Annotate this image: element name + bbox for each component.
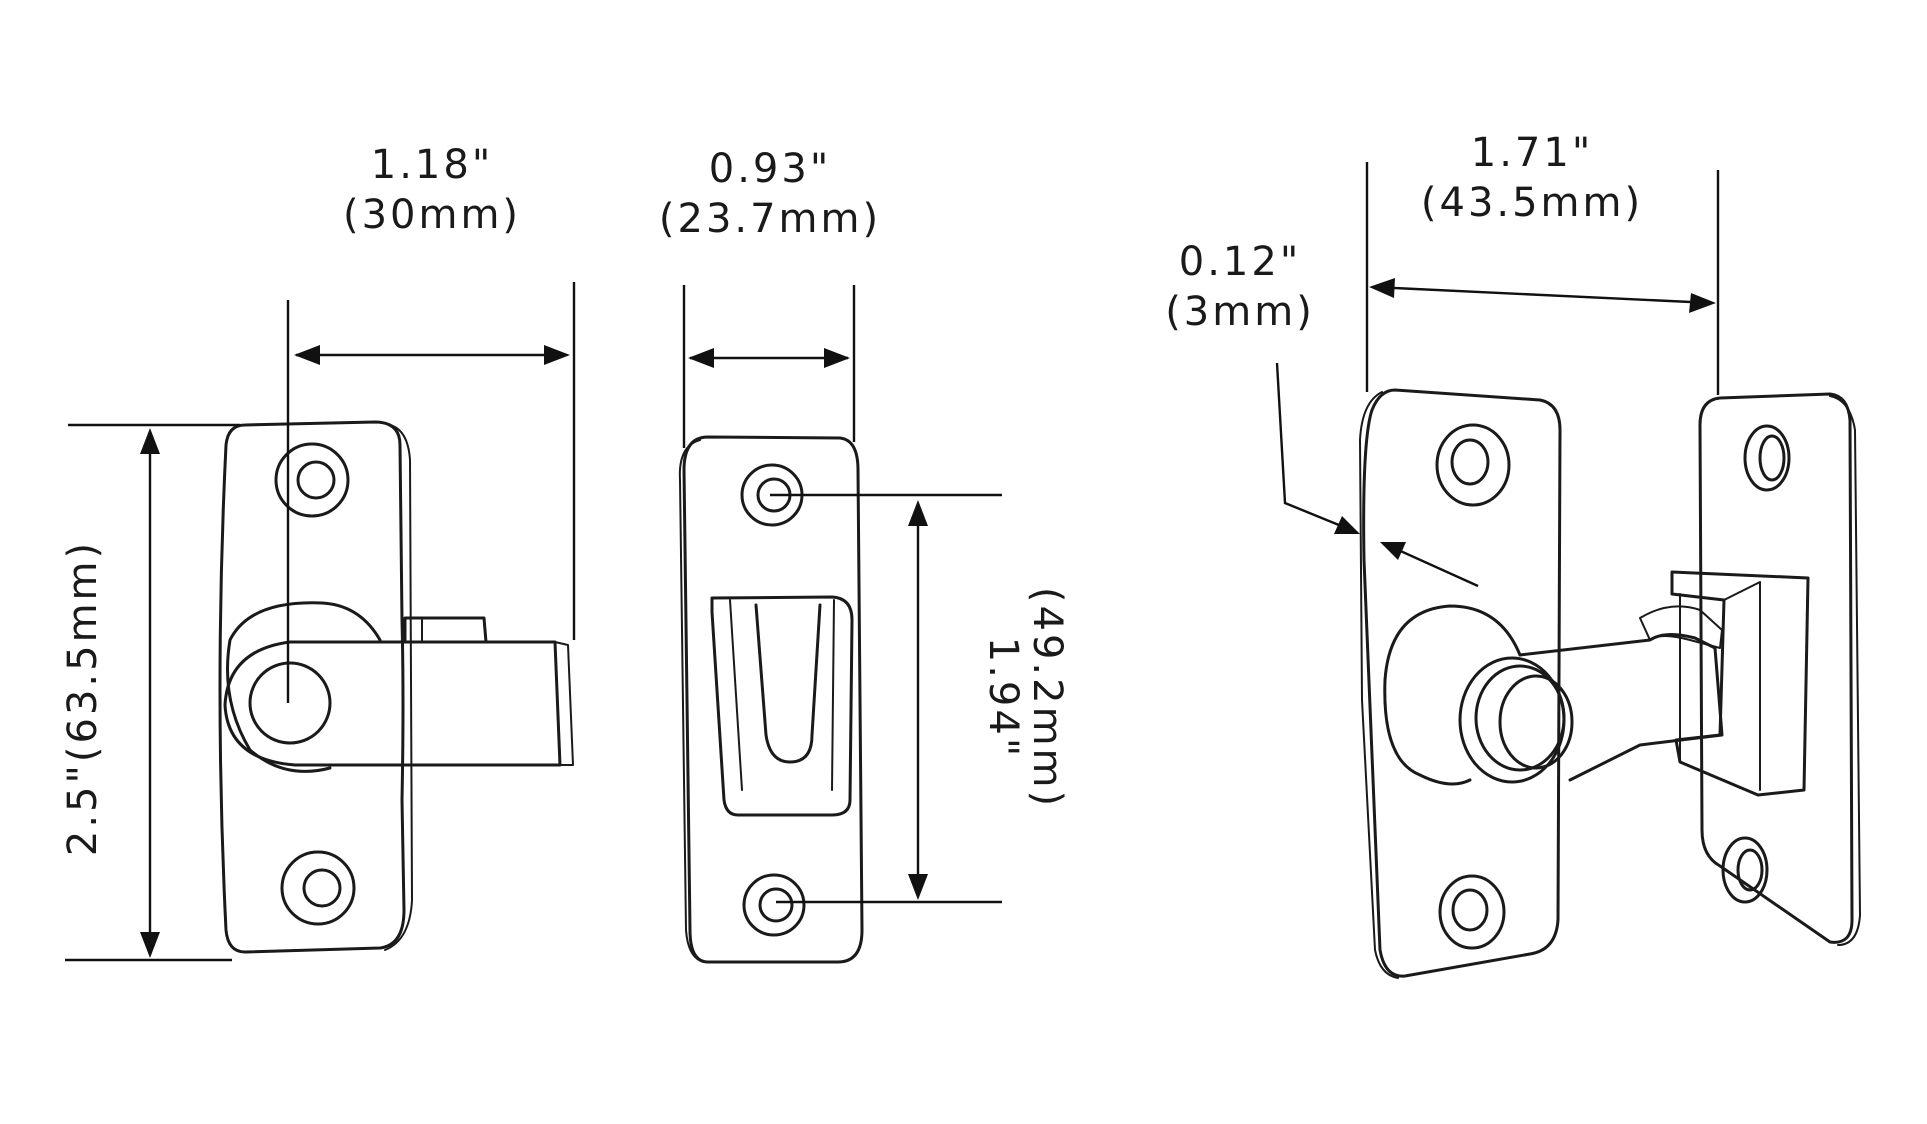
front-plate-edge [384, 424, 413, 951]
perspective-view [1359, 388, 1861, 979]
hole-spacing-dimension: 1.94" (49.2mm) [770, 493, 1070, 904]
front-width-imperial-label: 1.18" [371, 142, 493, 188]
persp-left-bottom-hole-outer [1438, 874, 1506, 950]
persp-right-top-hole-inner [1758, 434, 1786, 482]
front-plate-outline [218, 420, 406, 954]
front-width-arrow-right [544, 345, 570, 365]
side-width-dimension: 0.93" (23.7mm) [659, 146, 881, 448]
front-top-hole-outer [274, 442, 350, 518]
persp-right-bottom-hole-outer [1721, 836, 1769, 904]
front-stopper-tab [403, 616, 488, 644]
thickness-arrow-left [1334, 516, 1360, 534]
perspective-width-dimension: 1.71" (43.5mm) [1365, 130, 1720, 395]
persp-right-bottom-hole-inner [1736, 848, 1764, 892]
side-width-metric-label: (23.7mm) [659, 196, 881, 242]
side-plate-outline [682, 435, 864, 964]
persp-left-plate-outline [1362, 388, 1562, 978]
front-width-metric-label: (30mm) [343, 192, 521, 238]
side-plate-edge [678, 439, 705, 963]
front-pivot-base [226, 601, 382, 773]
front-pivot-knob [248, 661, 332, 745]
persp-arm-tip [1639, 605, 1723, 649]
persp-left-plate-edge [1359, 391, 1399, 979]
hole-spacing-arrow-top [908, 500, 928, 526]
persp-pivot-knob-face [1498, 674, 1574, 770]
side-keeper-slot [754, 603, 822, 764]
thickness-imperial-label: 0.12" [1179, 239, 1301, 285]
front-swing-arm [223, 640, 562, 767]
hole-spacing-arrow-bottom [908, 874, 928, 900]
persp-right-top-hole-outer [1743, 424, 1791, 492]
overall-height-dimension: 2.5"(63.5mm) [60, 423, 240, 962]
side-bottom-hole-inner [758, 887, 794, 923]
front-arm-tip [554, 641, 574, 766]
thickness-arrow-right [1380, 542, 1406, 560]
front-bottom-hole-inner [302, 868, 342, 908]
hole-spacing-imperial-label: 1.94" [980, 637, 1026, 759]
height-arrow-bottom [140, 932, 160, 958]
height-arrow-top [140, 428, 160, 454]
side-width-arrow-right [824, 348, 850, 368]
side-width-arrow-left [688, 348, 714, 368]
side-width-imperial-label: 0.93" [709, 146, 831, 192]
side-keeper-slot-inner [729, 599, 835, 791]
persp-keeper-block [1670, 570, 1810, 797]
thickness-leader-left [1275, 362, 1357, 534]
persp-swing-arm [1518, 633, 1724, 782]
front-width-arrow-left [294, 345, 320, 365]
persp-left-top-hole-outer [1435, 423, 1511, 507]
persp-left-top-hole-inner [1450, 438, 1490, 486]
persp-left-bottom-hole-inner [1451, 888, 1489, 932]
front-width-dimension: 1.18" (30mm) [286, 142, 576, 703]
thickness-metric-label: (3mm) [1165, 289, 1315, 335]
perspective-width-metric-label: (43.5mm) [1421, 180, 1643, 226]
hole-spacing-metric-label: (49.2mm) [1024, 587, 1070, 809]
perspective-width-imperial-label: 1.71" [1471, 130, 1593, 176]
persp-width-arrow-left [1369, 278, 1395, 298]
front-bottom-hole-outer [280, 850, 356, 926]
persp-right-plate-edge [1829, 395, 1861, 946]
front-view [218, 420, 574, 954]
overall-height-label: 2.5"(63.5mm) [60, 540, 106, 856]
persp-keeper-block-edge [1679, 581, 1761, 791]
side-keeper-outer [710, 595, 854, 817]
plate-thickness-dimension: 0.12" (3mm) [1165, 239, 1479, 588]
side-bottom-hole-outer [742, 873, 806, 937]
persp-pivot-knob-ring [1474, 664, 1566, 772]
front-top-hole-inner [296, 460, 336, 500]
persp-pivot-base [1383, 604, 1522, 786]
persp-width-arrow-right [1689, 293, 1716, 313]
persp-width-dimension-line [1372, 285, 1713, 305]
side-view [678, 435, 864, 964]
